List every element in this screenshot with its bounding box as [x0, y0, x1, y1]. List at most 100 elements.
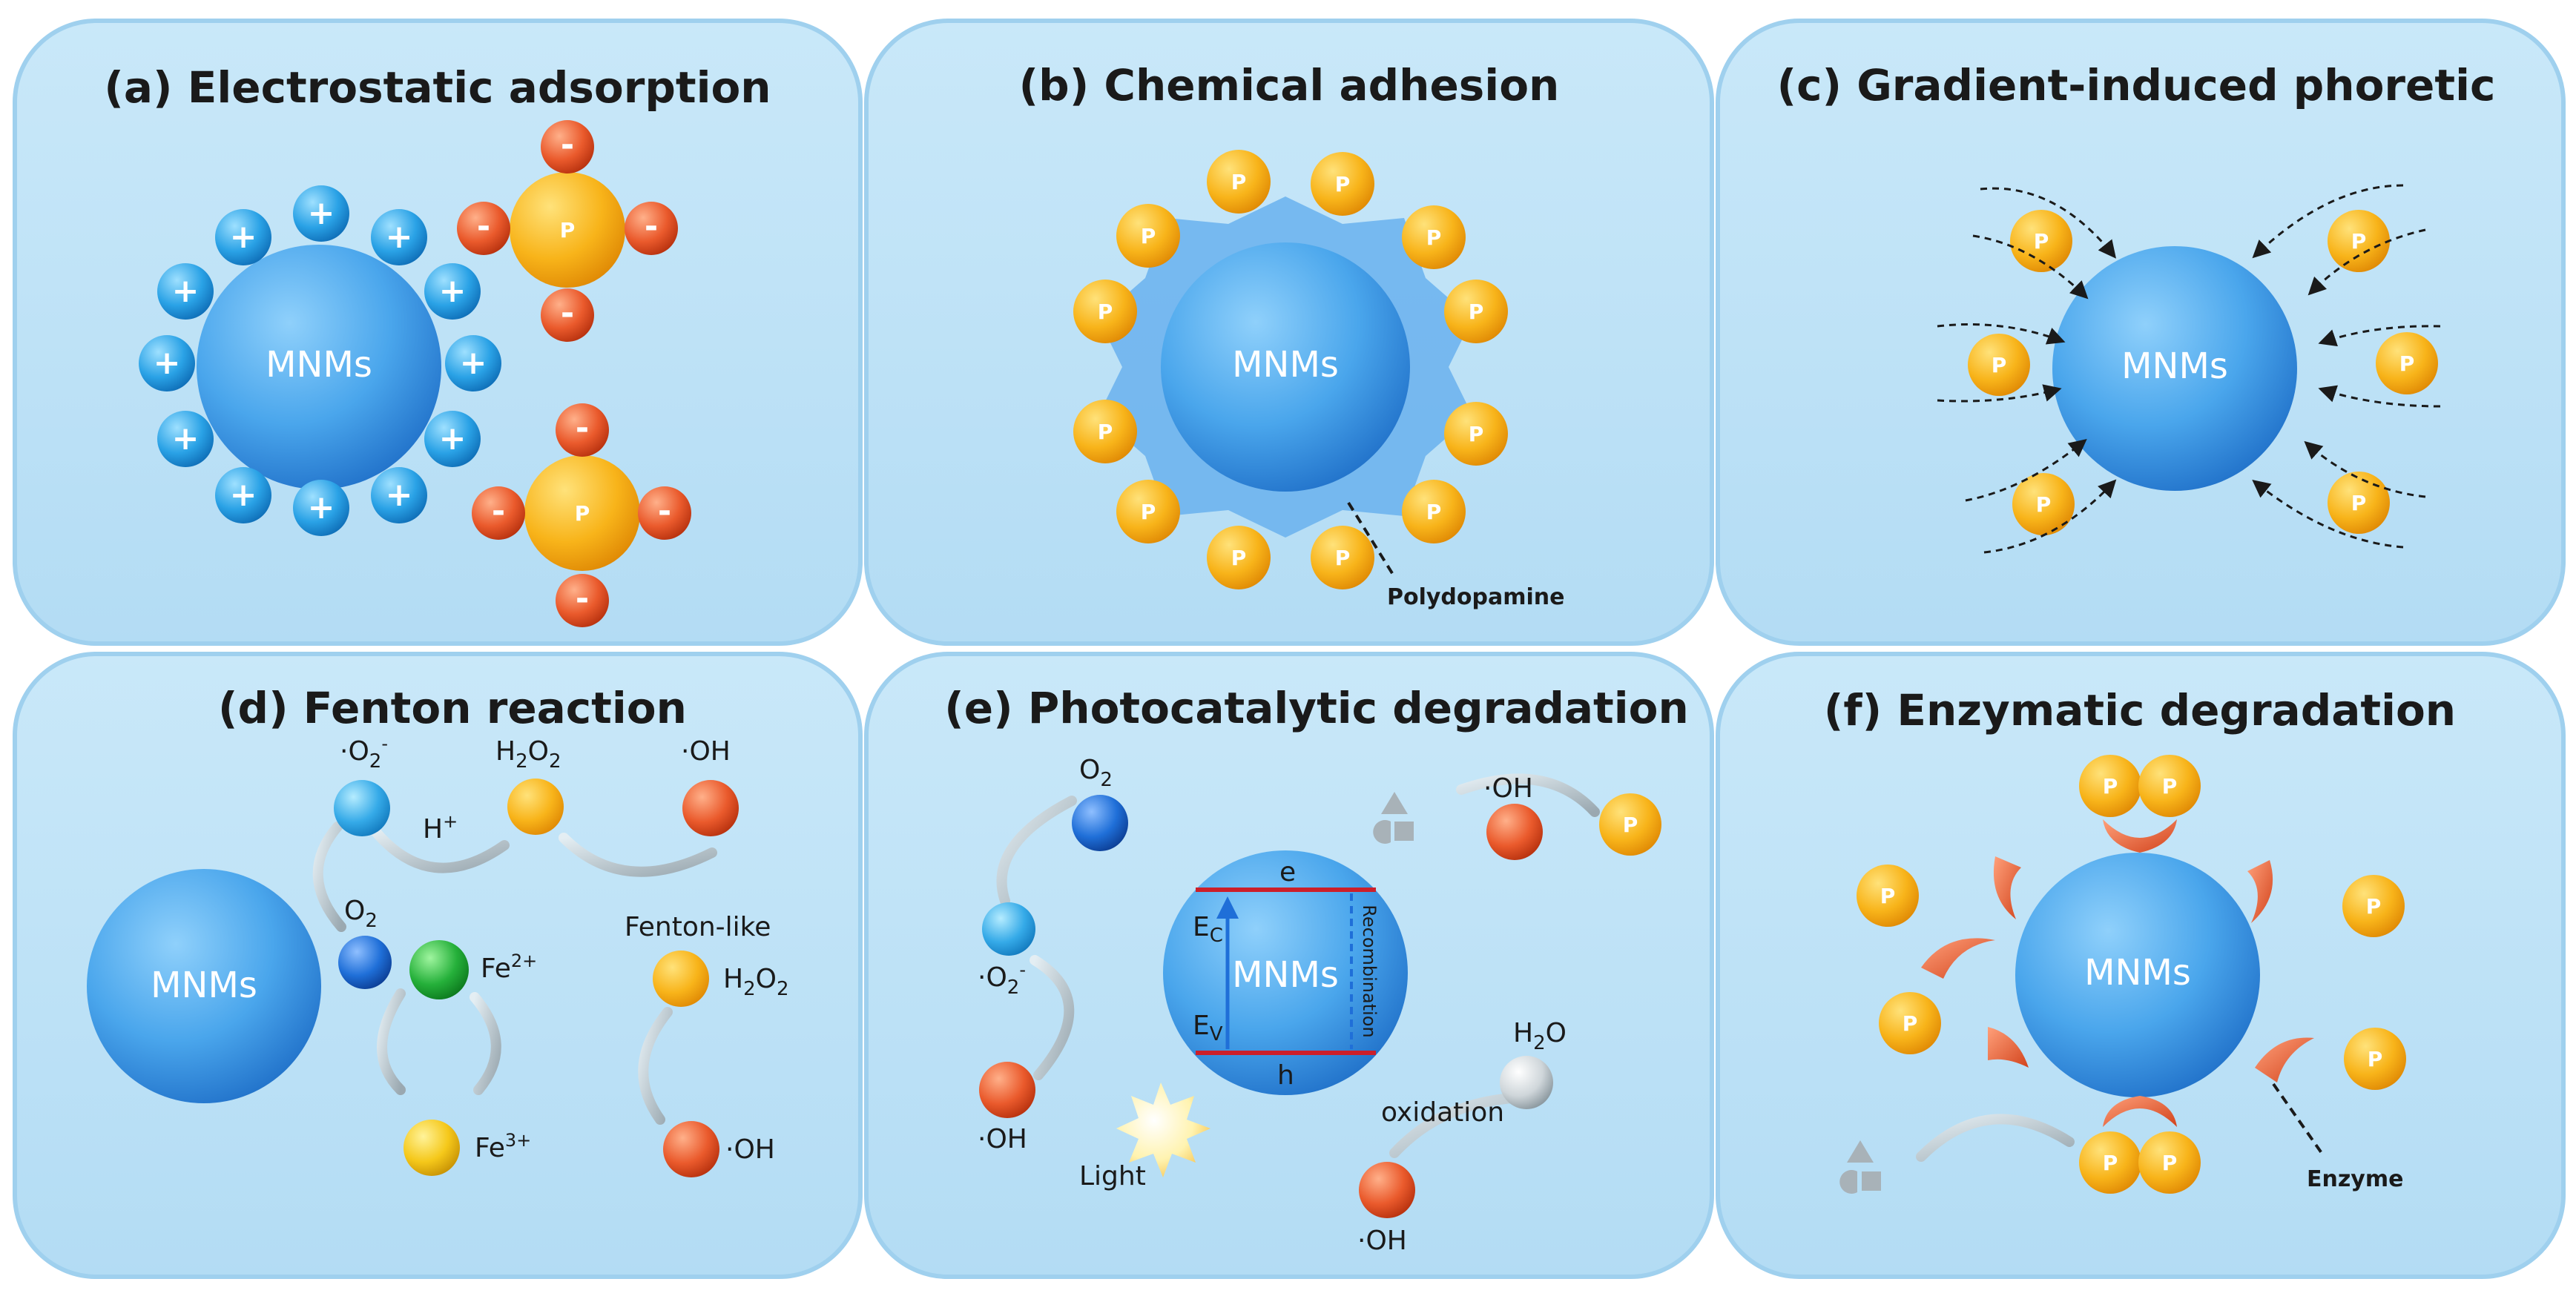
- enzyme: [1921, 938, 1995, 979]
- svg-text:+: +: [154, 344, 181, 382]
- svg-text:+: +: [172, 420, 200, 457]
- h-plus-label: H+: [423, 811, 458, 844]
- phoretic-particles: P P P P P P: [1968, 210, 2438, 535]
- negative-ion: -: [541, 120, 594, 173]
- pollutant-particle: P: [2342, 875, 2405, 937]
- svg-text:P: P: [2368, 1047, 2383, 1071]
- pollutant-particle: P: [1444, 402, 1508, 466]
- svg-text:P: P: [1426, 225, 1442, 250]
- positive-ions: + + + + + + + + + + + +: [139, 185, 501, 536]
- positive-ion: +: [139, 335, 195, 391]
- negative-ion: -: [541, 288, 594, 342]
- hydroxyl-radical: ·OH: [663, 1121, 775, 1177]
- svg-text:·OH: ·OH: [1483, 773, 1533, 804]
- pollutant-particle: [524, 455, 640, 571]
- svg-text:+: +: [386, 476, 413, 514]
- enzyme: [1993, 856, 2021, 919]
- svg-text:+: +: [439, 420, 467, 457]
- band-diagram: e h EC EV Recombination: [1193, 857, 1380, 1091]
- oxidation-label: oxidation: [1381, 1097, 1504, 1128]
- svg-text:·OH: ·OH: [978, 1124, 1027, 1154]
- fenton-like-label: Fenton-like: [625, 912, 771, 942]
- pollutant-particle: P: [1444, 280, 1508, 343]
- negative-ion: -: [556, 574, 609, 627]
- svg-text:P: P: [1992, 353, 2007, 377]
- mnm-sphere: [87, 869, 321, 1103]
- svg-text:h: h: [1277, 1060, 1294, 1091]
- positive-ion: +: [445, 335, 501, 391]
- enzyme: [2103, 1096, 2177, 1127]
- mnm-sphere: [2052, 246, 2297, 491]
- panel-c: (c) Gradient-induced phoretic MNMs P P P…: [1716, 19, 2566, 646]
- pollutant-particle: P: [1073, 400, 1137, 463]
- enzyme-label: Enzyme: [2307, 1166, 2403, 1192]
- sphere-label: MNMs: [2121, 346, 2228, 387]
- svg-text:Fe3+: Fe3+: [475, 1130, 531, 1163]
- svg-text:P: P: [1231, 170, 1247, 194]
- enzymes: [1921, 819, 2314, 1127]
- pollutant-particle: P: [1207, 150, 1271, 214]
- gradient-arrows: [1937, 184, 2441, 554]
- svg-text:P: P: [2399, 351, 2415, 376]
- negative-ion: -: [457, 202, 510, 255]
- svg-text:-: -: [576, 409, 589, 447]
- fe3-ion: Fe3+: [403, 1120, 531, 1176]
- negative-ion: -: [556, 403, 609, 457]
- sphere-label: MNMs: [1232, 954, 1339, 996]
- sphere-label: MNMs: [2084, 952, 2191, 994]
- panel-d: (d) Fenton reaction MNMs ·O2- H2O2 ·OH H…: [13, 652, 863, 1279]
- hydroxyl-radical: ·OH: [978, 1062, 1035, 1154]
- mnm-sphere: [1161, 242, 1410, 492]
- svg-text:P: P: [2162, 774, 2178, 799]
- pollutant-particle: P: [1402, 480, 1466, 543]
- enzyme: [2247, 860, 2273, 923]
- superoxide-radical: ·O2-: [334, 733, 390, 836]
- svg-text:+: +: [386, 218, 413, 256]
- positive-ion: +: [157, 411, 214, 467]
- svg-text:P: P: [2103, 1151, 2118, 1175]
- pollutant-cluster: P - - - -: [457, 120, 678, 342]
- pollutant-particle: P: [2138, 755, 2201, 817]
- h2o2-molecule: H2O2: [653, 951, 789, 1007]
- svg-text:P: P: [2351, 491, 2367, 515]
- h2o2-molecule: H2O2: [495, 736, 564, 835]
- sphere-label: MNMs: [1232, 344, 1339, 386]
- svg-text:P: P: [1426, 500, 1442, 524]
- svg-text:+: +: [172, 272, 200, 310]
- positive-ion: +: [293, 185, 349, 242]
- positive-ion: +: [157, 263, 214, 320]
- pollutant-particle: P: [2012, 473, 2075, 535]
- enzyme: [1988, 1027, 2029, 1068]
- svg-text:P: P: [1141, 224, 1156, 248]
- svg-text:+: +: [308, 194, 335, 232]
- positive-ion: +: [215, 467, 271, 523]
- svg-text:P: P: [1880, 884, 1896, 908]
- hydroxyl-radical: ·OH: [1357, 1162, 1415, 1256]
- pollutant-particles: P P P P P P P P: [1857, 755, 2406, 1194]
- svg-text:+: +: [230, 218, 257, 256]
- hydroxyl-radical: ·OH: [1483, 773, 1543, 860]
- positive-ion: +: [293, 480, 349, 536]
- pollutant-particle: P: [1879, 992, 1941, 1054]
- svg-text:P: P: [1469, 300, 1484, 324]
- svg-text:EV: EV: [1193, 1011, 1223, 1045]
- panel-e: (e) Photocatalytic degradation O2 ·O2- ·…: [864, 652, 1714, 1279]
- svg-text:P: P: [2034, 229, 2049, 254]
- svg-text:P: P: [1231, 546, 1247, 570]
- svg-text:P: P: [575, 501, 590, 526]
- panel-a: (a) Electrostatic adsorption MNMs + + + …: [13, 19, 863, 646]
- pollutant-particle: P: [1207, 526, 1271, 589]
- svg-text:P: P: [1469, 422, 1484, 446]
- svg-text:+: +: [230, 476, 257, 514]
- pollutant-particle: P: [2079, 755, 2141, 817]
- svg-text:P: P: [2162, 1151, 2178, 1175]
- svg-text:Fe2+: Fe2+: [481, 951, 537, 984]
- light-icon: Light: [1079, 1082, 1210, 1191]
- svg-text:O2: O2: [1079, 755, 1113, 791]
- positive-ion: +: [215, 209, 271, 265]
- pollutant-particle: P: [2328, 472, 2390, 534]
- panel-b: (b) Chemical adhesion MNMs P P P P P P P…: [864, 19, 1714, 646]
- svg-text:·O2-: ·O2-: [340, 733, 388, 773]
- pollutant-particle: P: [1116, 204, 1180, 268]
